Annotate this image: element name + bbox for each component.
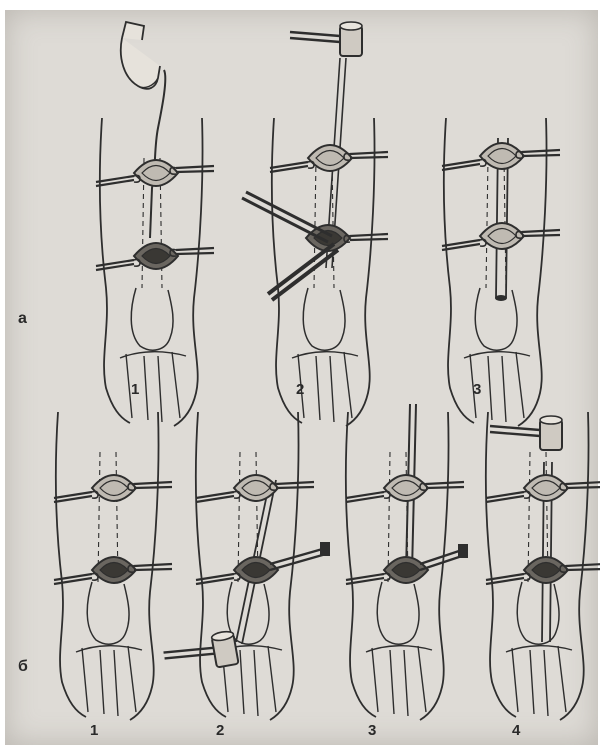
panel-b3-number: 3 xyxy=(368,722,376,739)
row-a-label: а xyxy=(18,310,27,328)
panel-a3-drawing xyxy=(442,118,560,426)
panel-a2-drawing xyxy=(242,22,388,426)
panel-b2-drawing xyxy=(162,412,330,720)
panel-a3-number: 3 xyxy=(473,381,481,398)
panel-b1-drawing xyxy=(54,412,172,720)
panel-a2-number: 2 xyxy=(296,381,304,398)
panel-a1-drawing xyxy=(96,22,214,426)
panel-b2-number: 2 xyxy=(216,722,224,739)
panel-b4-number: 4 xyxy=(512,722,520,739)
row-b-label: б xyxy=(18,658,28,676)
panel-b4-drawing xyxy=(486,412,600,720)
panel-b1-number: 1 xyxy=(90,722,98,739)
panel-b3-drawing xyxy=(346,404,468,720)
panel-a1-number: 1 xyxy=(131,381,139,398)
